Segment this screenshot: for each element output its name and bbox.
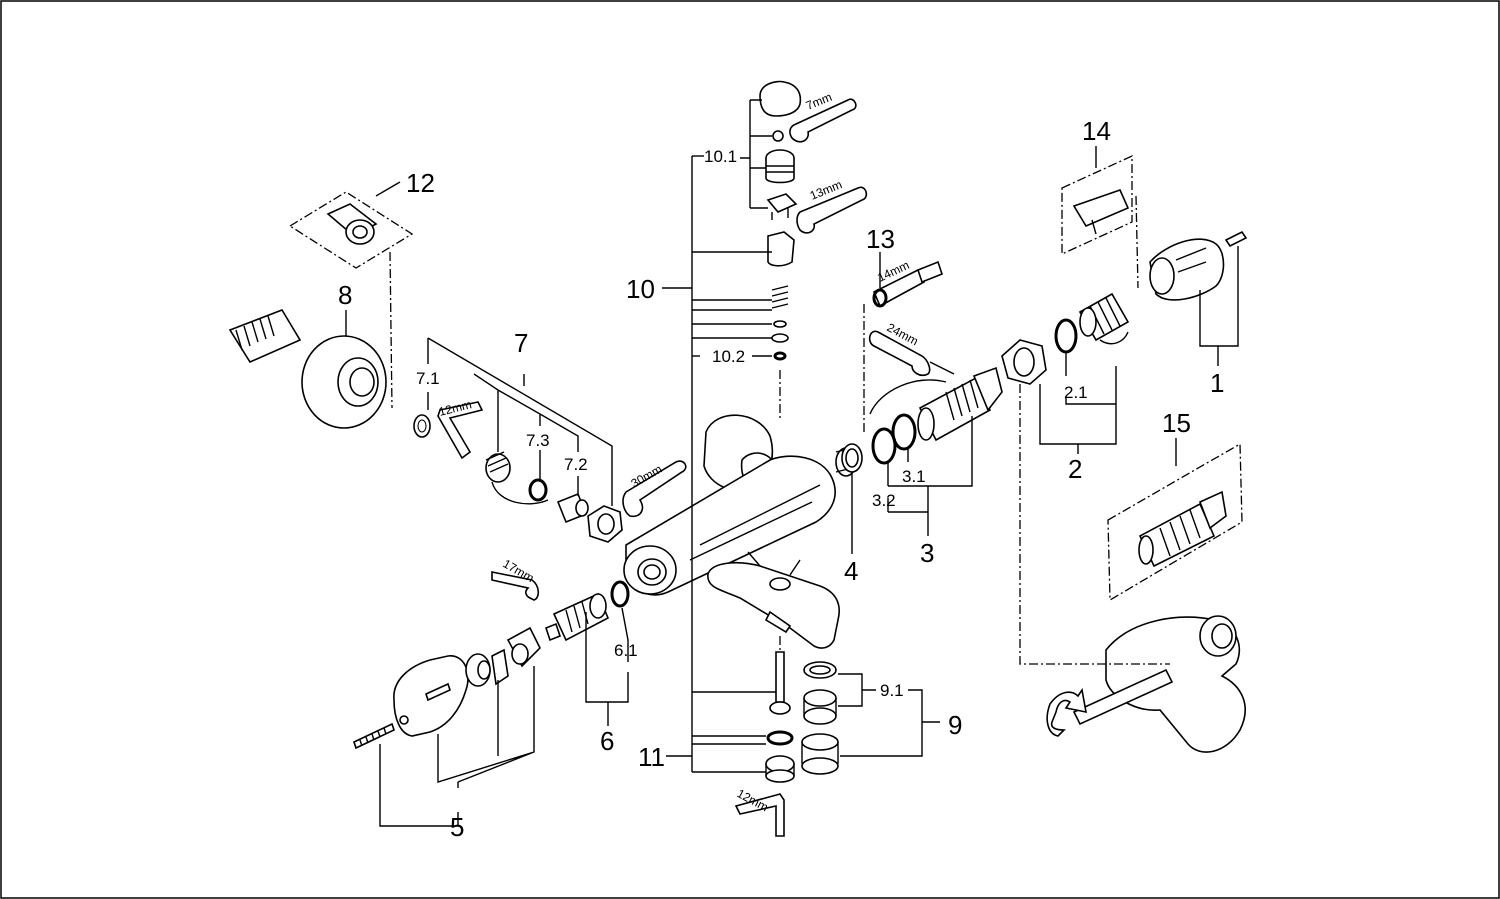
part-15-cartridge [1107, 442, 1243, 602]
callout-7-3: 7.3 [526, 431, 550, 450]
callout-5: 5 [450, 812, 464, 842]
callout-2-1: 2.1 [1064, 383, 1088, 402]
part-7-check-valve [437, 401, 687, 543]
callout-10-1: 10.1 [704, 147, 737, 166]
callout-6-1: 6.1 [614, 641, 638, 660]
leader-lines [345, 99, 1239, 827]
callout-7-1: 7.1 [416, 369, 440, 388]
part-3-thermo-cartridge [863, 260, 1003, 465]
callout-3-1: 3.1 [902, 467, 926, 486]
callout-9-1: 9.1 [880, 681, 904, 700]
callout-13: 13 [866, 224, 895, 254]
callout-14: 14 [1082, 116, 1111, 146]
callout-10: 10 [626, 274, 655, 304]
callout-7-2: 7.2 [564, 455, 588, 474]
callout-12: 12 [406, 168, 435, 198]
part-2-adapter [1001, 292, 1130, 385]
part-4-adapter-ring [835, 443, 863, 477]
part-1-flow-handle [1149, 230, 1248, 301]
callout-8: 8 [338, 280, 352, 310]
callout-7: 7 [514, 328, 528, 358]
part-9-aerator [801, 661, 839, 775]
part-5-temperature-handle [353, 626, 541, 750]
callout-1: 1 [1210, 368, 1224, 398]
callout-3-2: 3.2 [872, 491, 896, 510]
part-11-stem [734, 636, 795, 837]
callout-labels: 1 2 2.1 3 3.1 3.2 4 5 6 6.1 7 7.1 7.2 7.… [338, 116, 1224, 842]
callout-4: 4 [844, 556, 858, 586]
part-6-flow-cartridge [491, 571, 630, 642]
callout-15: 15 [1162, 408, 1191, 438]
callout-6: 6 [600, 726, 614, 756]
part-8-s-union [228, 309, 431, 438]
mixer-body [623, 414, 840, 649]
callout-11: 11 [638, 742, 665, 772]
part-14-bracket [1061, 154, 1139, 289]
callout-2: 2 [1068, 454, 1082, 484]
part-10-diverter [759, 80, 868, 420]
callout-9: 9 [948, 710, 962, 740]
callout-3: 3 [920, 538, 934, 568]
callout-10-2: 10.2 [712, 347, 745, 366]
installation-view [1019, 384, 1246, 753]
part-12-adapter [288, 191, 414, 409]
